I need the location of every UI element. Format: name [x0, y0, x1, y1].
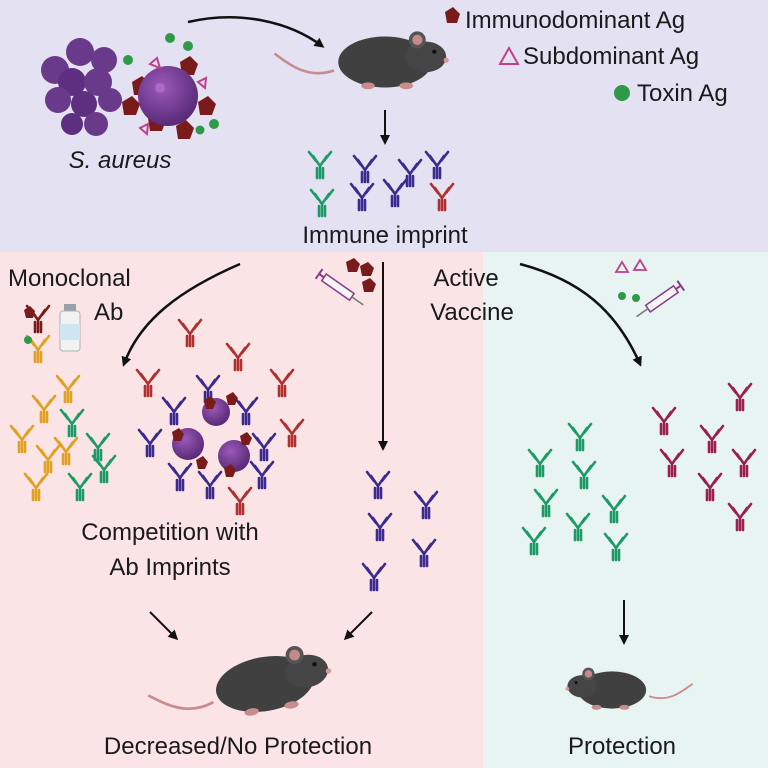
outcome-right-label: Protection [568, 733, 676, 760]
outcome-left-label: Decreased/No Protection [104, 733, 372, 760]
legend-toxin: Toxin Ag [637, 80, 728, 107]
bacterium-with-antigens [122, 33, 219, 139]
competition-label-line2: Ab Imprints [109, 554, 230, 581]
arrow-left-to-mouse [149, 611, 179, 641]
legend-immunodominant: Immunodominant Ag [465, 7, 685, 34]
immune-imprint-label: Immune imprint [302, 222, 468, 249]
active-vaccine-line1: Active [433, 265, 498, 292]
monoclonal-label-line2: Ab [94, 299, 123, 326]
coated-bacteria [137, 374, 277, 500]
competition-label-line1: Competition with [81, 519, 258, 546]
legend: Immunodominant Ag Subdominant Ag Toxin A… [445, 7, 728, 107]
vial-icon [59, 304, 81, 352]
syringe-icon-right [636, 280, 686, 318]
arrow-to-top-mouse [187, 16, 325, 48]
bacteria-label: S. aureus [69, 147, 172, 174]
arrow-right-to-mouse [343, 611, 373, 641]
arrow-to-active-vaccine [519, 262, 642, 367]
arrow-to-monoclonal [121, 262, 241, 367]
active-vaccine-line2: Vaccine [430, 299, 514, 326]
legend-subdominant: Subdominant Ag [523, 43, 699, 70]
toxin-legend-icon [614, 85, 630, 101]
monoclonal-label-line1: Monoclonal [8, 265, 131, 292]
s-aureus-cluster [41, 38, 122, 136]
syringe-icon-left [314, 268, 364, 306]
subdominant-legend-icon [498, 45, 520, 65]
mab-antibody-icons [24, 304, 51, 364]
immunodominant-legend-icon [445, 7, 460, 23]
